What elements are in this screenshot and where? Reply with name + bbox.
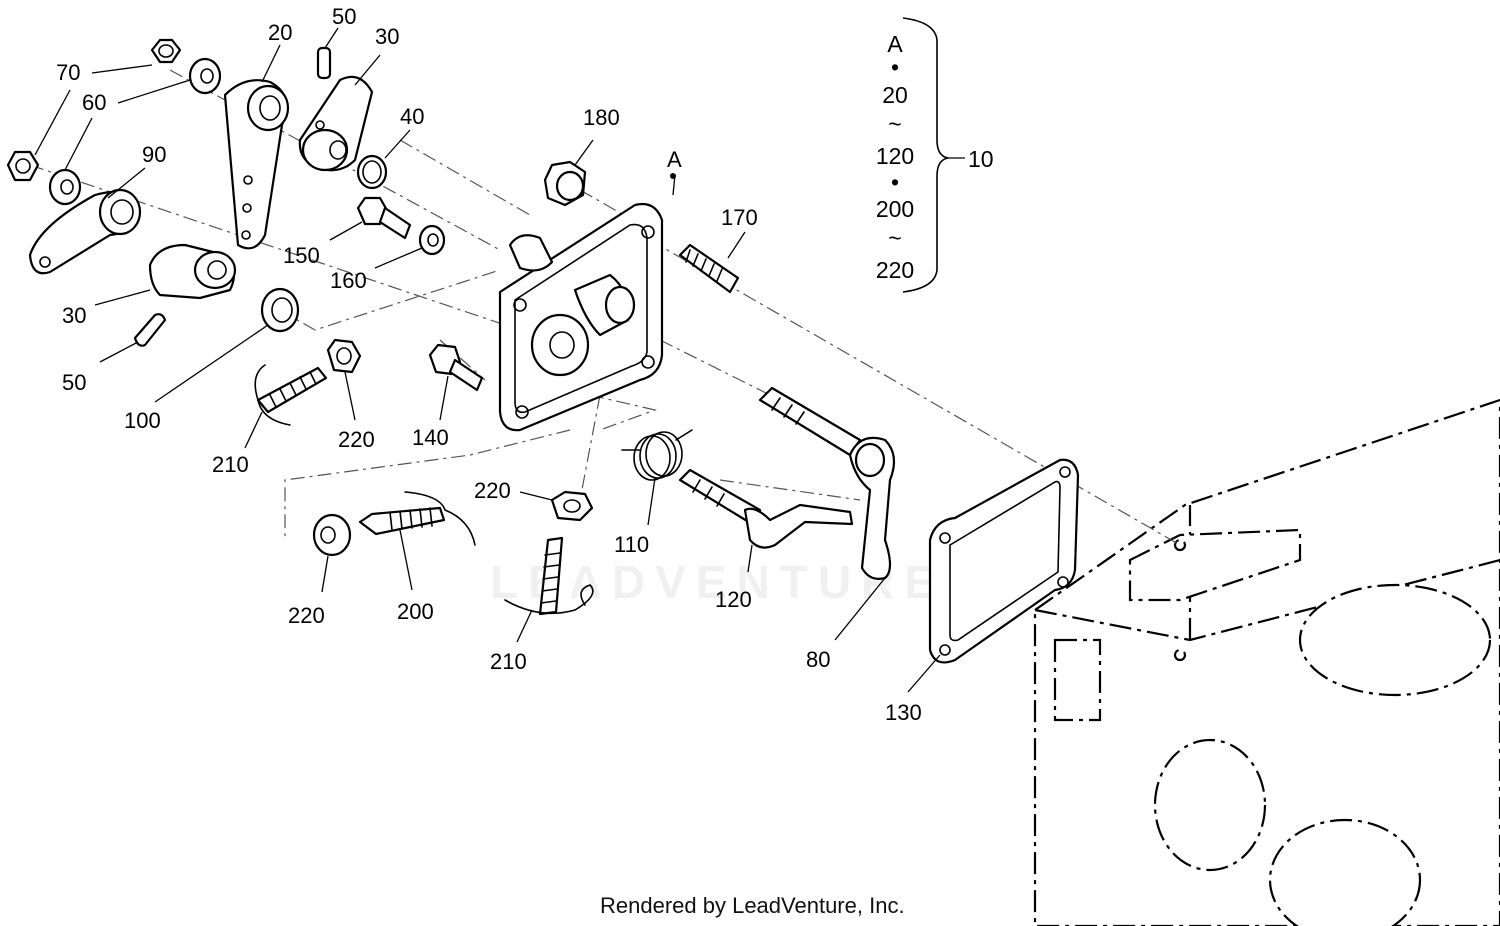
part-nut-70-upper [150, 38, 182, 64]
callout-100: 100 [124, 408, 161, 433]
part-lever-80 [758, 386, 896, 580]
part-nut-70-lower [6, 150, 40, 182]
part-gasket-130 [928, 458, 1080, 664]
part-nut-180 [543, 160, 587, 207]
callout-40: 40 [400, 104, 424, 129]
part-nut-220-left [312, 513, 352, 557]
brace-line-8: 220 [876, 257, 914, 283]
part-spring-210-lower [504, 536, 594, 616]
callout-80: 80 [806, 647, 830, 672]
callout-220-upper: 220 [338, 427, 375, 452]
brace-group-label: 10 [968, 146, 994, 172]
part-bolt-150 [356, 196, 412, 240]
part-collar-30-lower [148, 243, 237, 300]
callout-110: 110 [614, 532, 649, 557]
part-spring-210-upper [254, 364, 328, 426]
part-washer-60-upper [188, 57, 222, 95]
callout-150: 150 [283, 243, 320, 268]
part-pin-50-upper [316, 46, 332, 80]
callout-60-upper: 60 [82, 90, 106, 115]
part-cover-plate-a [498, 202, 664, 432]
callout-210-upper: 210 [212, 452, 249, 477]
brace-line-3: ~ [888, 111, 901, 137]
part-nut-220-mid [550, 490, 594, 522]
part-pin-50-lower [133, 313, 167, 347]
brace-line-2: 20 [882, 82, 908, 108]
part-nut-220-upper [326, 338, 362, 374]
callout-210-lower: 210 [490, 649, 527, 674]
brace-line-0: A [887, 31, 903, 57]
leader-lines [34, 27, 941, 693]
callout-50-upper: 50 [332, 4, 356, 29]
brace-line-5: • [891, 169, 899, 195]
brace-line-7: ~ [888, 225, 901, 251]
brace-line-6: 200 [876, 196, 914, 222]
footer-credit: Rendered by LeadVenture, Inc. [600, 893, 905, 918]
callout-160: 160 [330, 268, 367, 293]
part-collar-30-upper [298, 75, 374, 172]
assembly-brace-group: A • 20 ~ 120 • 200 ~ 220 10 [876, 17, 994, 293]
callout-180: 180 [583, 105, 620, 130]
part-screw-200 [358, 491, 476, 546]
brace-line-1: • [891, 54, 899, 80]
callout-140: 140 [412, 425, 449, 450]
callout-20: 20 [268, 20, 292, 45]
engine-block [1033, 398, 1500, 926]
callout-220-left: 220 [288, 603, 325, 628]
callout-30-upper: 30 [375, 24, 399, 49]
callout-70-upper: 70 [56, 60, 80, 85]
part-washer-160 [418, 224, 446, 256]
part-washer-60-lower [48, 168, 82, 206]
callout-90: 90 [142, 142, 166, 167]
part-lever-20 [223, 79, 290, 250]
callout-labels: 20 50 30 40 70 60 90 180 A 170 150 160 3… [56, 4, 922, 725]
callout-170: 170 [721, 205, 758, 230]
callout-30-lower: 30 [62, 303, 86, 328]
callout-220-mid: 220 [474, 478, 511, 503]
callout-50-lower: 50 [62, 370, 86, 395]
part-spring-110 [621, 429, 693, 481]
watermark-text: LEADVENTURE [490, 556, 945, 608]
part-lever-90 [28, 188, 142, 275]
callout-a: A [667, 147, 682, 172]
part-bolt-140 [428, 343, 484, 392]
part-stud-170 [678, 243, 740, 294]
callout-200: 200 [397, 599, 434, 624]
brace-line-4: 120 [876, 143, 914, 169]
callout-120: 120 [715, 587, 752, 612]
part-oring-40 [356, 154, 388, 190]
part-seal-100 [260, 287, 300, 333]
part-shaft-120 [678, 468, 854, 549]
callout-130: 130 [885, 700, 922, 725]
